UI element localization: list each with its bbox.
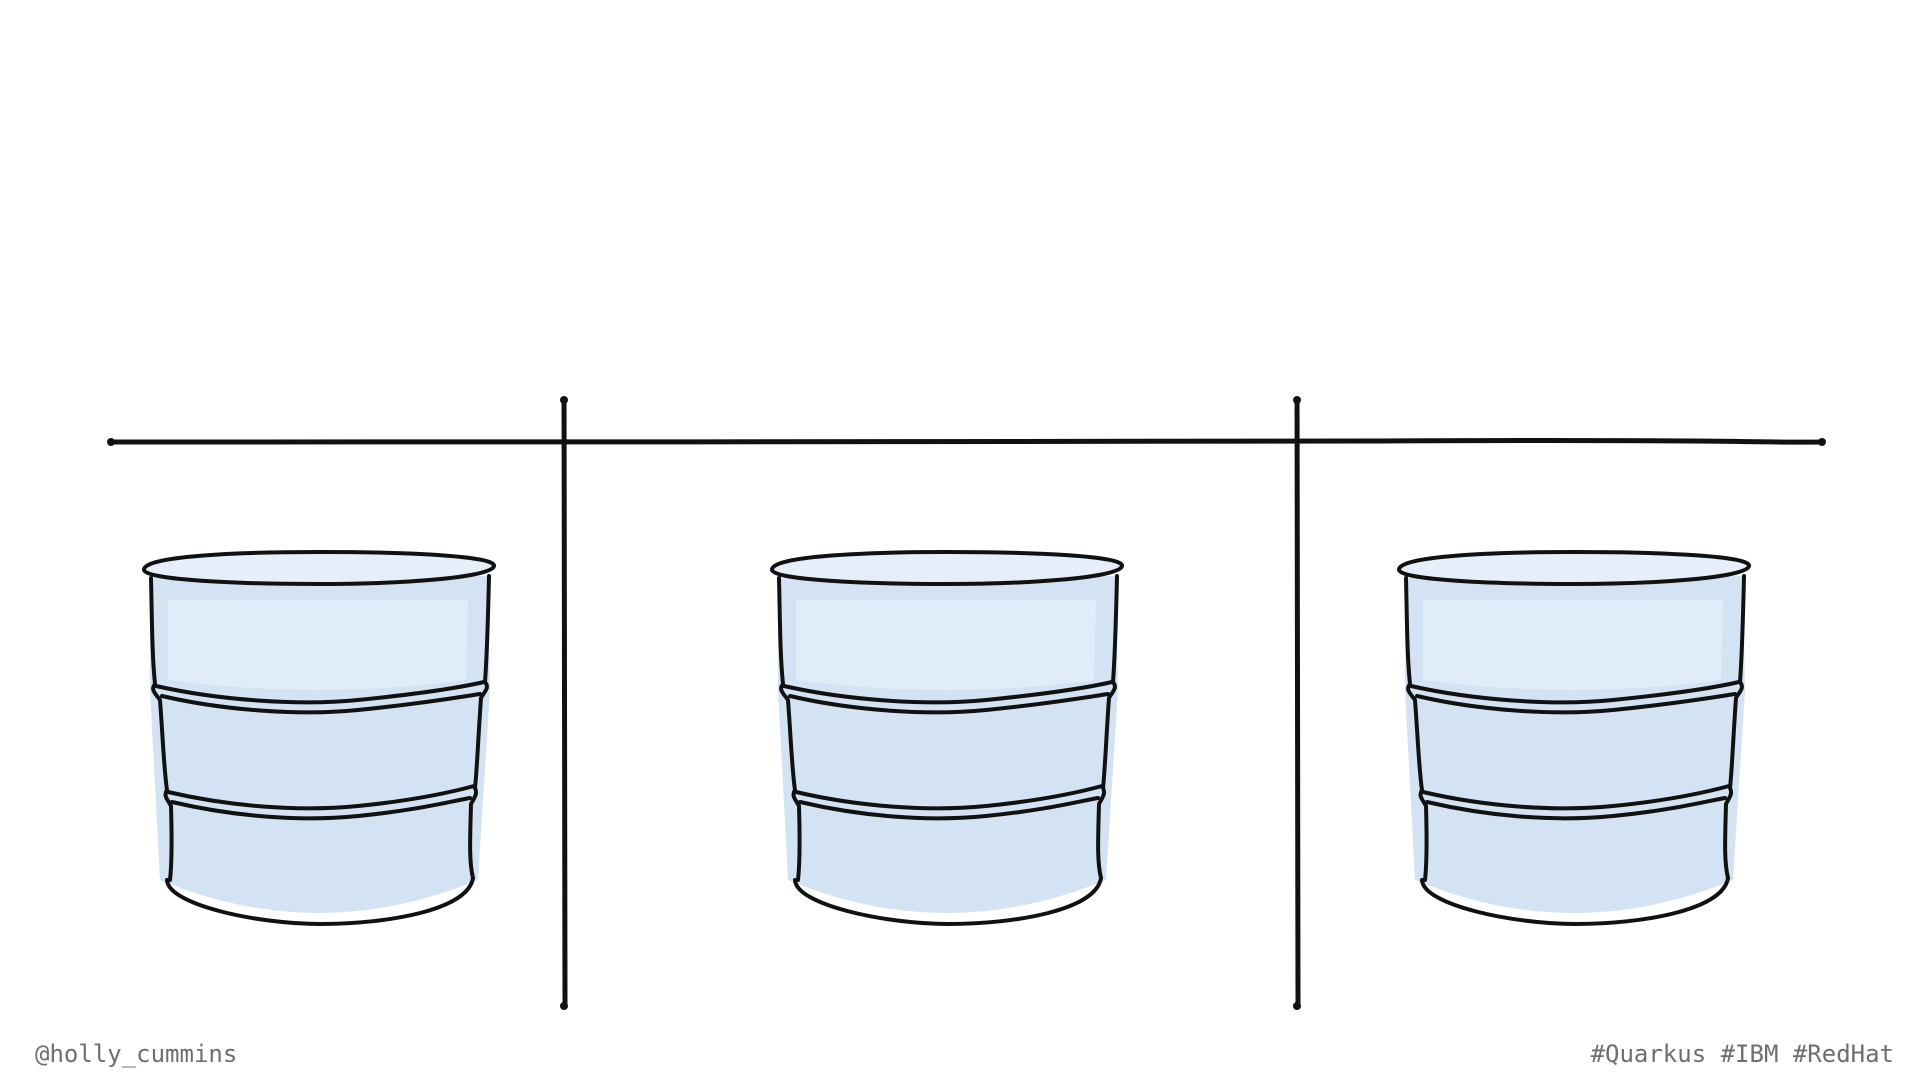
cylinder-band-upper-inner bbox=[160, 692, 482, 715]
cylinder-top-fill bbox=[143, 552, 495, 584]
vertical-divider-line-left bbox=[561, 397, 568, 1009]
cylinder-top-rim bbox=[142, 550, 496, 586]
line-endpoint bbox=[1818, 438, 1826, 446]
database-cylinder-left bbox=[142, 550, 496, 926]
cylinder-highlight bbox=[1423, 600, 1723, 690]
cylinder-left-side bbox=[149, 576, 174, 882]
cylinder-band-lower-inner bbox=[1425, 796, 1727, 821]
cylinder-bottom bbox=[793, 876, 1103, 926]
cylinder-band-upper bbox=[782, 680, 1114, 705]
cylinder-right-side bbox=[1096, 574, 1119, 880]
line-endpoint bbox=[1293, 396, 1301, 404]
cylinder-top-rim bbox=[770, 550, 1124, 586]
divider-lines bbox=[107, 396, 1826, 1010]
cylinder-top-fill bbox=[771, 552, 1123, 584]
cylinder-band-upper bbox=[1409, 680, 1741, 705]
cylinder-left-side bbox=[777, 576, 802, 882]
vertical-divider-line-right bbox=[1294, 397, 1301, 1009]
line-endpoint bbox=[1293, 1002, 1301, 1010]
line-endpoint bbox=[107, 438, 115, 446]
cylinder-band-lower-inner bbox=[170, 796, 472, 821]
cylinder-highlight bbox=[796, 600, 1096, 690]
database-cylinders bbox=[142, 550, 1751, 926]
horizontal-divider-line bbox=[108, 437, 1825, 445]
author-handle: @holly_cummins bbox=[35, 1040, 238, 1068]
cylinder-bottom bbox=[1420, 876, 1730, 926]
line-endpoint bbox=[560, 1002, 568, 1010]
cylinder-band-lower bbox=[1421, 784, 1731, 811]
cylinder-band-upper-inner bbox=[788, 692, 1110, 715]
cylinder-top-fill bbox=[1398, 552, 1750, 584]
cylinder-highlight bbox=[168, 600, 468, 690]
cylinder-band-lower bbox=[794, 784, 1104, 811]
cylinder-band-upper-inner bbox=[1415, 692, 1737, 715]
cylinder-band-lower-inner bbox=[798, 796, 1100, 821]
cylinder-right-side bbox=[468, 574, 491, 880]
cylinder-band-lower bbox=[166, 784, 476, 811]
cylinder-band-upper bbox=[154, 680, 486, 705]
hashtags: #Quarkus #IBM #RedHat bbox=[1590, 1040, 1894, 1068]
cylinder-left-side bbox=[1404, 576, 1429, 882]
database-cylinder-right bbox=[1397, 550, 1751, 926]
cylinder-bottom bbox=[165, 876, 475, 926]
cylinder-top-rim bbox=[1397, 550, 1751, 586]
line-endpoint bbox=[560, 396, 568, 404]
database-cylinder-middle bbox=[770, 550, 1124, 926]
cylinder-right-side bbox=[1723, 574, 1746, 880]
